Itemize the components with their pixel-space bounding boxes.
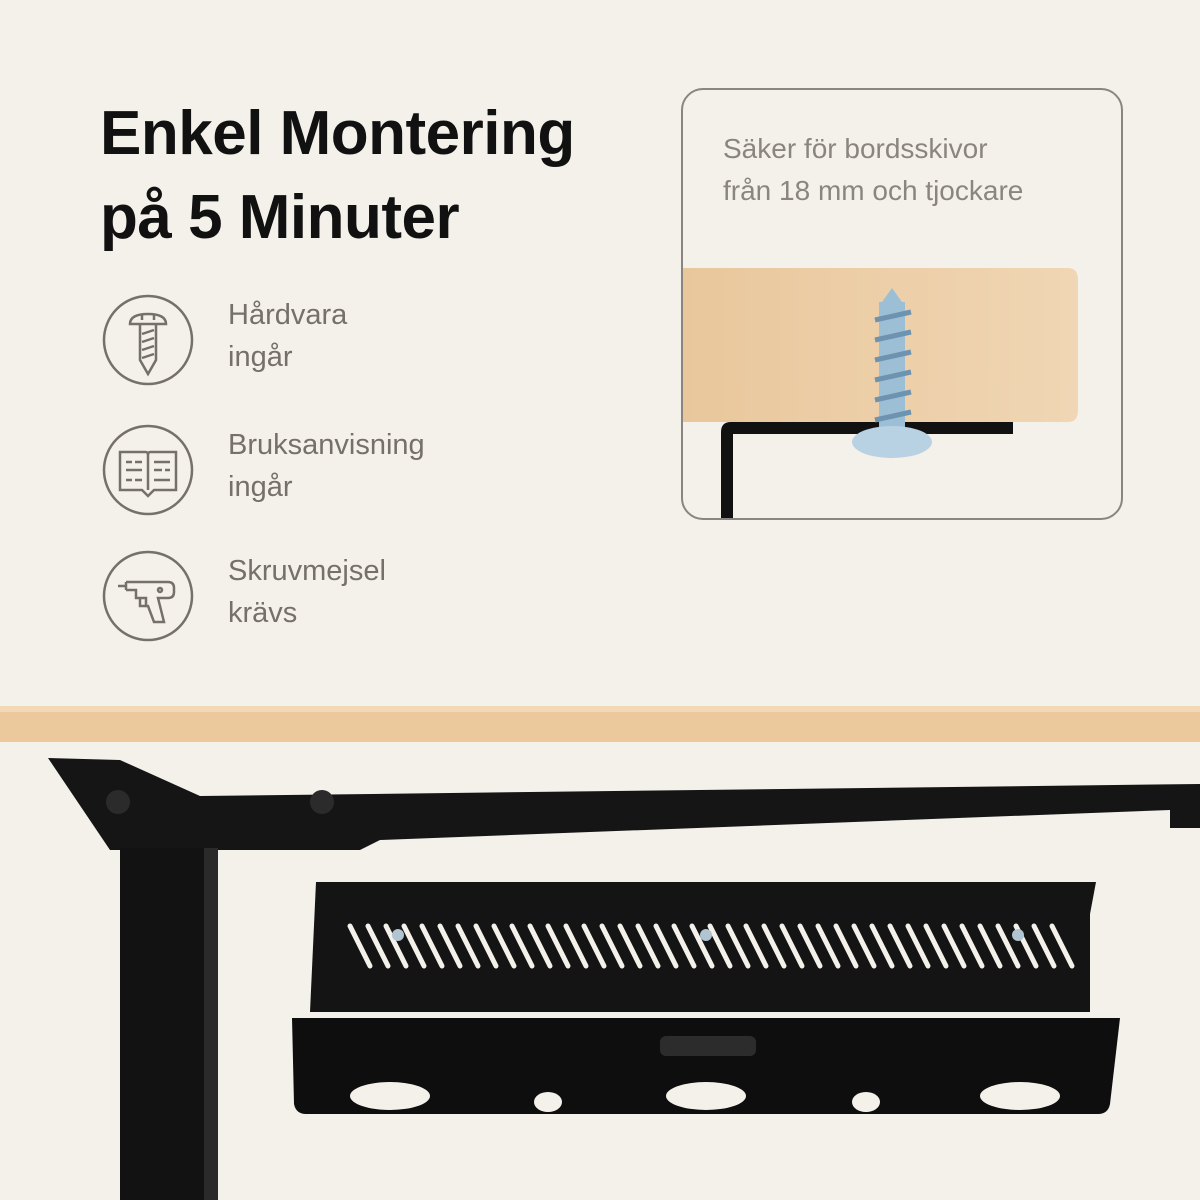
tray-slot — [527, 923, 553, 969]
bracket — [721, 422, 1013, 518]
callout-line-2: från 18 mm och tjockare — [723, 175, 1024, 206]
cable-cutout — [350, 1082, 430, 1110]
desktop-highlight — [0, 706, 1200, 712]
screw-icon — [700, 929, 712, 941]
screw-mount-illustration — [683, 268, 1078, 518]
cable-cutout — [666, 1082, 746, 1110]
tray-slot — [689, 923, 715, 969]
tray-slots — [347, 923, 1075, 969]
tray-slot — [707, 923, 733, 969]
tray-slot — [743, 923, 769, 969]
tray-slot — [671, 923, 697, 969]
tray-slot — [815, 923, 841, 969]
screw-icon — [852, 288, 932, 458]
bolt-icon — [106, 790, 130, 814]
tray-slot — [923, 923, 949, 969]
tray-slot — [437, 923, 463, 969]
tray-slot — [401, 923, 427, 969]
tray-slot — [491, 923, 517, 969]
desk-frame — [48, 758, 1200, 850]
tray-slot — [887, 923, 913, 969]
tray-slot — [617, 923, 643, 969]
cable-cutout — [852, 1092, 880, 1112]
tray-slot — [995, 923, 1021, 969]
feature-sublabel: krävs — [228, 597, 298, 629]
tray-slot — [797, 923, 823, 969]
bolt-icon — [310, 790, 334, 814]
screw-icon — [392, 929, 404, 941]
feature-sublabel: ingår — [228, 341, 293, 373]
screw-icon — [102, 294, 194, 386]
feature-sublabel: ingår — [228, 471, 293, 503]
headline-line-1: Enkel Montering — [100, 99, 575, 168]
tray-slot — [941, 923, 967, 969]
tray-slot — [725, 923, 751, 969]
tray-slot — [581, 923, 607, 969]
tray-slot — [851, 923, 877, 969]
tray-slot — [635, 923, 661, 969]
tray-slot — [833, 923, 859, 969]
tray-slot — [959, 923, 985, 969]
tray-slot — [419, 923, 445, 969]
tray-slot — [599, 923, 625, 969]
tray-front-panel — [292, 1018, 1120, 1114]
feature-label: Hårdvara — [228, 299, 348, 331]
tray-slot — [383, 923, 409, 969]
tray-slot — [347, 923, 373, 969]
tray-slot — [563, 923, 589, 969]
feature-label: Bruksanvisning — [228, 429, 425, 461]
tray-slot — [509, 923, 535, 969]
tray-slot — [905, 923, 931, 969]
tray-slot — [1031, 923, 1057, 969]
tray-slot — [869, 923, 895, 969]
feature-hardware: Hårdvara ingår — [102, 294, 347, 386]
desk-leg-side — [204, 848, 218, 1200]
cable-cutout — [980, 1082, 1060, 1110]
tray-slot — [653, 923, 679, 969]
desk-leg — [120, 848, 204, 1200]
screw-icon — [1012, 929, 1024, 941]
desk-cable-tray-illustration — [0, 706, 1200, 1200]
cable-cutout — [534, 1092, 562, 1112]
cable-tray — [292, 882, 1120, 1114]
headline: Enkel Montering på 5 Minuter — [100, 92, 575, 260]
tray-slot — [761, 923, 787, 969]
headline-line-2: på 5 Minuter — [100, 183, 460, 252]
feature-manual: Bruksanvisning ingår — [102, 424, 425, 516]
feature-label: Skruvmejsel — [228, 555, 386, 587]
tray-slot — [779, 923, 805, 969]
tray-slot — [365, 923, 391, 969]
callout-line-1: Säker för bordsskivor — [723, 133, 988, 164]
thickness-callout: Säker för bordsskivor från 18 mm och tjoc… — [681, 88, 1123, 520]
tray-slot — [455, 923, 481, 969]
book-icon — [102, 424, 194, 516]
tray-slot — [473, 923, 499, 969]
tray-slot — [1049, 923, 1075, 969]
tray-slot — [977, 923, 1003, 969]
tray-slot — [545, 923, 571, 969]
tray-handle — [660, 1036, 756, 1056]
feature-screwdriver: Skruvmejsel krävs — [102, 550, 386, 642]
drill-icon — [102, 550, 194, 642]
